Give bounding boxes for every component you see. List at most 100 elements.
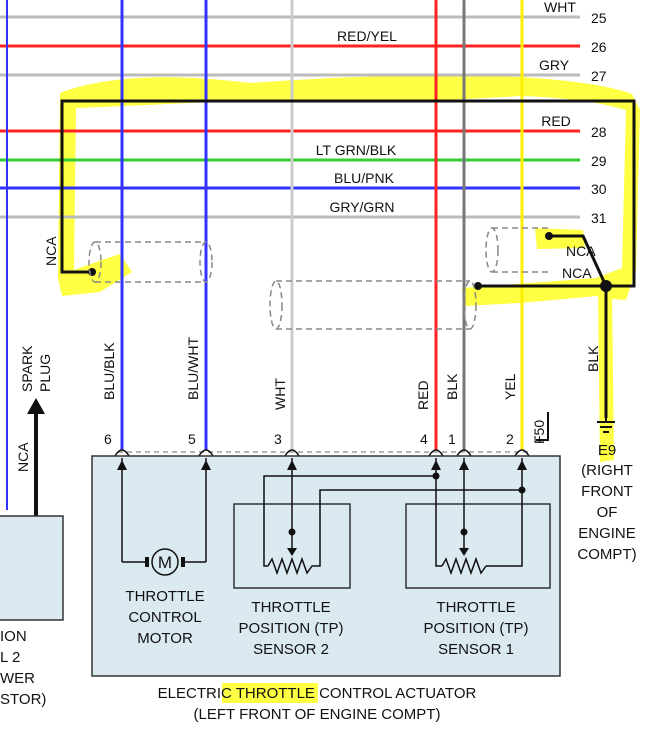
wire-row-label: GRY: [539, 57, 570, 73]
ground-line3: OF: [597, 504, 618, 521]
ground-id: E9: [598, 442, 616, 459]
wire-row-number: 28: [591, 124, 607, 140]
motor-circuit: [117, 458, 211, 576]
nca-right-label-1: NCA: [566, 243, 596, 259]
wire-row-label: RED: [541, 113, 571, 129]
spark-plug-labels: SPARK PLUG NCA: [15, 345, 53, 472]
spark-nca-label: NCA: [15, 442, 31, 472]
sensor2-title: THROTTLE: [251, 599, 330, 616]
wire-row-number: 31: [591, 210, 607, 226]
pin-number-2: 2: [506, 431, 514, 447]
ground-line1: (RIGHT: [581, 462, 633, 479]
pin-arc: [284, 449, 300, 457]
arrow-up-icon: [517, 460, 527, 470]
highlight-shield-wire-loop: [58, 75, 640, 306]
wire-row-number: 30: [591, 181, 607, 197]
sensor2-line3: SENSOR 2: [253, 641, 329, 658]
left-fragment-line2: L 2: [0, 649, 20, 666]
pin-arc: [114, 449, 130, 457]
motor-title: THROTTLE: [125, 588, 204, 605]
left-fragment-line1: ION: [0, 628, 27, 645]
nca-left-label: NCA: [43, 236, 59, 266]
wire-label-yel: YEL: [502, 373, 518, 400]
sensor1-line2: POSITION (TP): [424, 620, 529, 637]
sensor1-title: THROTTLE: [436, 599, 515, 616]
arrow-up-icon: [201, 460, 211, 470]
sensor1-box: [405, 503, 551, 589]
motor-symbol: M: [158, 553, 172, 572]
spark-plug-reference: [27, 398, 45, 516]
footer-caption: ELECTRIC THROTTLE CONTROL ACTUATOR (LEFT…: [158, 685, 477, 723]
motor-labels: M THROTTLE CONTROL MOTOR: [125, 553, 204, 647]
wire-label-blk: BLK: [444, 373, 460, 400]
left-fragment-labels: ION L 2 WER STOR): [0, 628, 46, 708]
sensor1-line3: SENSOR 1: [438, 641, 514, 658]
highlight-footer-throttle: [222, 683, 318, 703]
arrow-up-icon: [27, 398, 45, 414]
pin-number-5: 5: [188, 431, 196, 447]
left-fragment-line4: STOR): [0, 691, 46, 708]
sensor2-line2: POSITION (TP): [239, 620, 344, 637]
spark-label-line2: PLUG: [37, 354, 53, 392]
connector-pins: [114, 449, 530, 457]
junction-dot: [600, 280, 612, 292]
sensor1-labels: THROTTLE POSITION (TP) SENSOR 1: [424, 599, 529, 658]
sensor1-circuit: [431, 458, 527, 576]
connector-id: F50: [531, 420, 547, 444]
shield-cylinder-middle: [269, 280, 477, 330]
junction-dot: [474, 282, 482, 290]
pin-arc: [514, 449, 530, 457]
arrow-down-icon: [287, 548, 297, 556]
wire-row-number: 25: [591, 10, 607, 26]
motor-icon: [151, 548, 179, 576]
wire-row-number: 27: [591, 68, 607, 84]
shield-drain-diag: [549, 234, 608, 287]
arrow-down-icon: [459, 548, 469, 556]
shield-labels: NCA NCA NCA: [43, 236, 596, 281]
arrow-up-icon: [117, 460, 127, 470]
shield-drain-wire: [60, 99, 636, 418]
shield-loop-path: [60, 99, 636, 288]
wire-row-label: LT GRN/BLK: [316, 142, 397, 158]
vertical-wires: [6, 0, 524, 510]
ground-line5: COMPT): [577, 546, 636, 563]
sensor2-labels: THROTTLE POSITION (TP) SENSOR 2: [239, 599, 344, 658]
arrow-up-icon: [431, 460, 441, 470]
wire-label-red: RED: [415, 380, 431, 410]
shield-cylinders: [88, 227, 550, 330]
pin-number-3: 3: [274, 431, 282, 447]
arrow-up-icon: [459, 460, 469, 470]
wire-label-blu-wht: BLU/WHT: [185, 337, 201, 400]
wire-label-blk-ground: BLK: [585, 345, 601, 372]
connector-f50-bracket: [536, 412, 549, 441]
ground-line4: ENGINE: [578, 525, 636, 542]
footer-line2: (LEFT FRONT OF ENGINE COMPT): [194, 706, 441, 723]
pin-arc: [456, 449, 472, 457]
footer-line1: ELECTRIC THROTTLE CONTROL ACTUATOR: [158, 685, 477, 702]
footer-prefix: ELECTRIC: [158, 685, 236, 702]
wire-row-label: RED/YEL: [337, 28, 397, 44]
shield-cylinder-left: [88, 241, 213, 283]
sensor1-dots: [432, 472, 526, 536]
wire-row-label: GRY/GRN: [329, 199, 394, 215]
pin-numbers: 6 5 3 4 1 2 F50: [104, 420, 547, 447]
left-fragment-line3: WER: [0, 670, 35, 687]
pin-number-1: 1: [448, 431, 456, 447]
motor-line2: CONTROL: [128, 609, 201, 626]
wire-column-labels: BLU/BLK BLU/WHT WHT RED BLK YEL BLK: [101, 337, 601, 410]
wire-row-label: WHT: [544, 0, 576, 15]
ground-labels: E9 (RIGHT FRONT OF ENGINE COMPT): [577, 442, 636, 563]
junction-dot: [545, 232, 553, 240]
footer-highlight: THROTTLE: [236, 685, 315, 702]
ground-line2: FRONT: [581, 483, 633, 500]
pin-number-6: 6: [104, 431, 112, 447]
sensor2-dots: [288, 528, 296, 536]
pin-arc: [428, 449, 444, 457]
arrow-up-icon: [287, 460, 297, 470]
motor-line3: MOTOR: [137, 630, 193, 647]
ground-icon: [597, 418, 615, 433]
wire-row-number: 29: [591, 153, 607, 169]
wire-label-wht: WHT: [272, 378, 288, 410]
